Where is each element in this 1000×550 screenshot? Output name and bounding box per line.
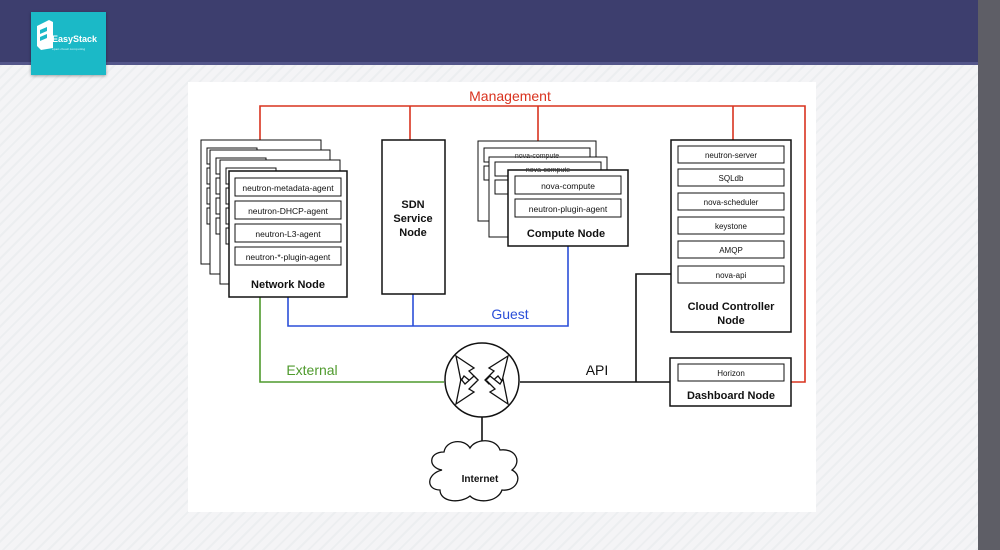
network-node-title: Network Node — [251, 279, 325, 291]
controller-service-sqldb: SQLdb — [719, 174, 744, 183]
controller-service-nova-api: nova-api — [716, 271, 747, 280]
network-node-agent-l3: neutron-L3-agent — [255, 229, 321, 239]
sdn-service-node — [381, 139, 446, 295]
internet-cloud-icon — [429, 440, 519, 502]
cloud-controller-node — [670, 139, 792, 333]
controller-node-title-2: Node — [717, 315, 745, 327]
compute-service-plugin: neutron-plugin-agent — [529, 204, 608, 214]
external-network — [259, 297, 444, 383]
router-icon — [444, 342, 520, 418]
controller-service-neutron-server: neutron-server — [705, 151, 757, 160]
easystack-logo — [31, 12, 106, 75]
logo-name: EasyStack — [52, 34, 98, 44]
compute-back-label-1: nova-compute — [515, 153, 559, 160]
logo-cube-icon — [37, 20, 53, 50]
dashboard-service-horizon: Horizon — [717, 369, 745, 378]
management-network — [259, 105, 806, 383]
network-node-agent-dhcp: neutron-DHCP-agent — [248, 206, 328, 216]
header-bar — [0, 0, 978, 65]
compute-service-nova: nova-compute — [541, 181, 595, 191]
guest-label: Guest — [491, 306, 528, 322]
sdn-node-label-1: SDN — [401, 199, 424, 211]
compute-node — [477, 140, 629, 247]
controller-node-title-1: Cloud Controller — [688, 301, 775, 313]
network-node-agent-plugin: neutron-*-plugin-agent — [246, 252, 331, 262]
management-label: Management — [469, 88, 551, 104]
compute-node-title: Compute Node — [527, 228, 605, 240]
controller-service-nova-scheduler: nova-scheduler — [704, 198, 759, 207]
guest-network — [287, 246, 569, 327]
window-edge — [978, 0, 1000, 550]
internet-label: Internet — [462, 474, 499, 485]
external-label: External — [286, 362, 337, 378]
logo-tagline: open cloud computing — [52, 47, 86, 51]
controller-service-amqp: AMQP — [719, 246, 743, 255]
dashboard-node-title: Dashboard Node — [687, 390, 775, 402]
dashboard-node — [669, 357, 792, 407]
sdn-node-label-3: Node — [399, 227, 427, 239]
controller-service-keystone: keystone — [715, 222, 748, 231]
sdn-node-label-2: Service — [393, 213, 432, 225]
api-label: API — [586, 362, 609, 378]
compute-back-label-2: nova-compute — [526, 167, 570, 174]
network-node — [200, 139, 348, 298]
network-node-agent-metadata: neutron-metadata-agent — [242, 183, 334, 193]
